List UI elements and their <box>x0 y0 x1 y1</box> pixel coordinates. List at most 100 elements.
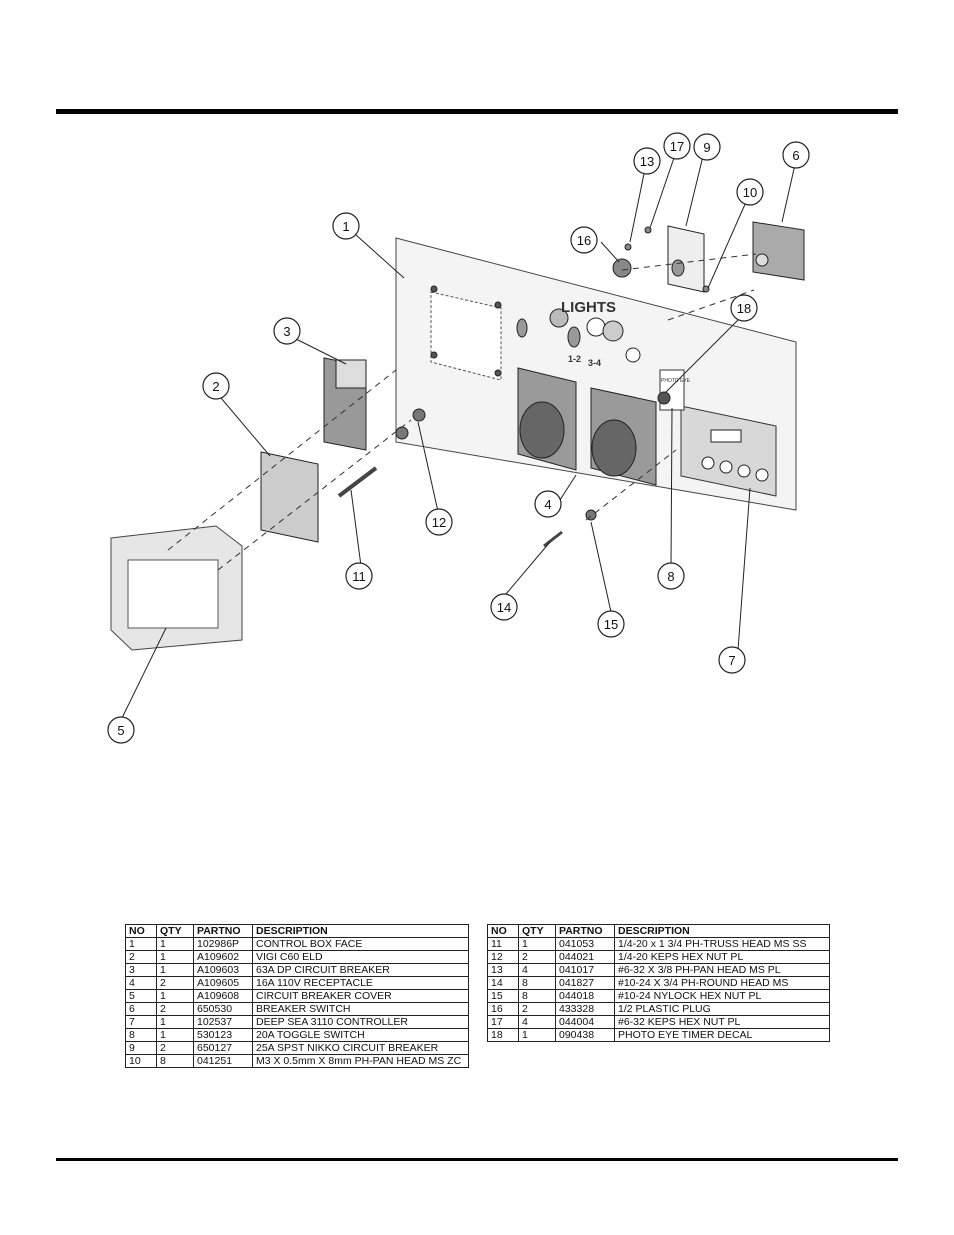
cell-qty: 1 <box>518 1028 556 1042</box>
cell-partno: 041251 <box>193 1054 253 1068</box>
cell-qty: 2 <box>518 1002 556 1016</box>
callout-2: 2 <box>212 379 219 394</box>
cell-no: 14 <box>487 976 519 990</box>
switch-label-1-2: 1-2 <box>568 354 581 364</box>
cell-qty: 1 <box>156 1015 194 1029</box>
cell-no: 7 <box>125 1015 157 1029</box>
cell-partno: 041053 <box>555 937 615 951</box>
cell-qty: 8 <box>518 989 556 1003</box>
header-qty: QTY <box>156 924 194 938</box>
cell-partno: 650127 <box>193 1041 253 1055</box>
cell-description: 1/2 PLASTIC PLUG <box>614 1002 830 1016</box>
cell-partno: 102537 <box>193 1015 253 1029</box>
cell-qty: 2 <box>156 1041 194 1055</box>
exploded-parts-diagram: 1 2 3 4 5 6 7 8 9 10 11 12 13 14 15 16 1… <box>107 132 810 744</box>
cell-description: VIGI C60 ELD <box>252 950 469 964</box>
cell-qty: 8 <box>518 976 556 990</box>
panel-lights-label: LIGHTS <box>561 299 616 316</box>
cell-partno: A109603 <box>193 963 253 977</box>
cell-qty: 1 <box>156 950 194 964</box>
cell-no: 1 <box>125 937 157 951</box>
cell-qty: 2 <box>156 976 194 990</box>
cell-no: 3 <box>125 963 157 977</box>
cell-partno: 041017 <box>555 963 615 977</box>
cell-partno: 044018 <box>555 989 615 1003</box>
cell-qty: 4 <box>518 963 556 977</box>
callout-13: 13 <box>640 154 654 169</box>
header-description: DESCRIPTION <box>614 924 830 938</box>
cell-partno: 041827 <box>555 976 615 990</box>
callout-15: 15 <box>604 617 618 632</box>
cell-description: 1/4-20 KEPS HEX NUT PL <box>614 950 830 964</box>
cell-no: 2 <box>125 950 157 964</box>
callout-3: 3 <box>283 324 290 339</box>
header-partno: PARTNO <box>555 924 615 938</box>
header-no: NO <box>487 924 519 938</box>
cell-partno: A109608 <box>193 989 253 1003</box>
cell-qty: 1 <box>156 937 194 951</box>
cell-description: #10-24 X 3/4 PH-ROUND HEAD MS <box>614 976 830 990</box>
cell-qty: 1 <box>156 963 194 977</box>
callout-16: 16 <box>577 233 591 248</box>
header-rule <box>56 109 898 114</box>
cell-description: #10-24 NYLOCK HEX NUT PL <box>614 989 830 1003</box>
cell-partno: 090438 <box>555 1028 615 1042</box>
cell-qty: 2 <box>518 950 556 964</box>
cell-partno: 044021 <box>555 950 615 964</box>
callout-14: 14 <box>497 600 511 615</box>
cell-description: 1/4-20 x 1 3/4 PH-TRUSS HEAD MS SS <box>614 937 830 951</box>
cell-no: 5 <box>125 989 157 1003</box>
cell-no: 4 <box>125 976 157 990</box>
cell-no: 11 <box>487 937 519 951</box>
header-no: NO <box>125 924 157 938</box>
callout-11: 11 <box>352 569 366 584</box>
cell-no: 15 <box>487 989 519 1003</box>
cell-qty: 4 <box>518 1015 556 1029</box>
cell-partno: 650530 <box>193 1002 253 1016</box>
table-header-row: NO QTY PARTNO DESCRIPTION <box>487 924 830 938</box>
cell-qty: 1 <box>518 937 556 951</box>
header-description: DESCRIPTION <box>252 924 469 938</box>
cell-qty: 1 <box>156 1028 194 1042</box>
cell-no: 17 <box>487 1015 519 1029</box>
cell-no: 13 <box>487 963 519 977</box>
callout-8: 8 <box>667 569 674 584</box>
cell-partno: 044004 <box>555 1015 615 1029</box>
cell-description: #6-32 X 3/8 PH-PAN HEAD MS PL <box>614 963 830 977</box>
callout-1: 1 <box>342 219 349 234</box>
callout-9: 9 <box>703 140 710 155</box>
callout-4: 4 <box>544 497 551 512</box>
cell-description: 16A 110V RECEPTACLE <box>252 976 469 990</box>
cell-description: 25A SPST NIKKO CIRCUIT BREAKER <box>252 1041 469 1055</box>
callout-5: 5 <box>117 723 124 738</box>
callout-10: 10 <box>743 185 757 200</box>
cell-partno: 102986P <box>193 937 253 951</box>
cell-description: M3 X 0.5mm X 8mm PH-PAN HEAD MS ZC <box>252 1054 469 1068</box>
cell-qty: 2 <box>156 1002 194 1016</box>
cell-no: 10 <box>125 1054 157 1068</box>
callout-17: 17 <box>670 139 684 154</box>
cell-description: #6-32 KEPS HEX NUT PL <box>614 1015 830 1029</box>
callout-6: 6 <box>792 148 799 163</box>
cell-partno: 433328 <box>555 1002 615 1016</box>
cell-no: 6 <box>125 1002 157 1016</box>
footer-rule <box>56 1158 898 1161</box>
cell-description: DEEP SEA 3110 CONTROLLER <box>252 1015 469 1029</box>
cell-description: PHOTO EYE TIMER DECAL <box>614 1028 830 1042</box>
callout-18: 18 <box>737 301 751 316</box>
cell-partno: A109605 <box>193 976 253 990</box>
switch-label-3-4: 3-4 <box>588 358 601 368</box>
cell-partno: 530123 <box>193 1028 253 1042</box>
